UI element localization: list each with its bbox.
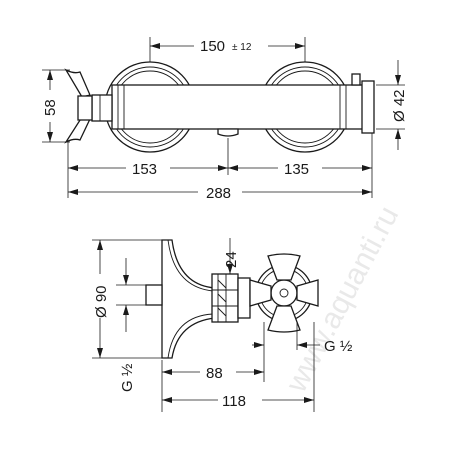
dim-center-distance: 150 ± 12 [149,37,306,62]
side-rosette [161,239,216,359]
dim-height-label: 58 [42,99,59,116]
dim-total-length: 288 [68,185,372,202]
dim-depth-88-label: 88 [206,365,223,382]
dim-body-diameter-label: Ø 42 [391,89,408,122]
dim-depth-118: 118 [162,322,315,412]
dim-height: 58 [42,69,70,143]
dim-total-length-label: 288 [206,185,231,202]
side-body-block [211,273,239,323]
thread-right-label: G ½ [324,338,353,355]
dim-body-diameter: Ø 42 [376,60,408,150]
dim-split-lengths: 153 135 [67,133,373,198]
dim-rosette-diameter-label: Ø 90 [93,285,110,318]
mixer-body [111,84,373,130]
side-view: Ø 90 G ½ 24 G ½ [92,238,353,412]
dim-center-tolerance-label: ± 12 [232,42,252,53]
dim-center-distance-label: 150 [200,38,225,55]
outlet-nozzle [217,128,239,137]
dim-vertical-24: 24 [223,238,240,274]
thread-left: G ½ [116,258,150,392]
dim-right-length-label: 135 [284,161,309,178]
dim-rosette-diameter: Ø 90 [92,239,165,359]
top-view: 150 ± 12 58 Ø 42 [42,37,408,202]
dim-depth-118-label: 118 [222,393,246,410]
cross-handle-top [64,68,113,144]
dim-depth-88: 88 [161,360,264,412]
thread-right: G ½ [252,322,353,382]
dim-left-length-label: 153 [132,161,157,178]
thread-left-label: G ½ [119,363,136,392]
dim-vertical-label: 24 [223,251,240,268]
cross-handle-side [249,253,319,333]
